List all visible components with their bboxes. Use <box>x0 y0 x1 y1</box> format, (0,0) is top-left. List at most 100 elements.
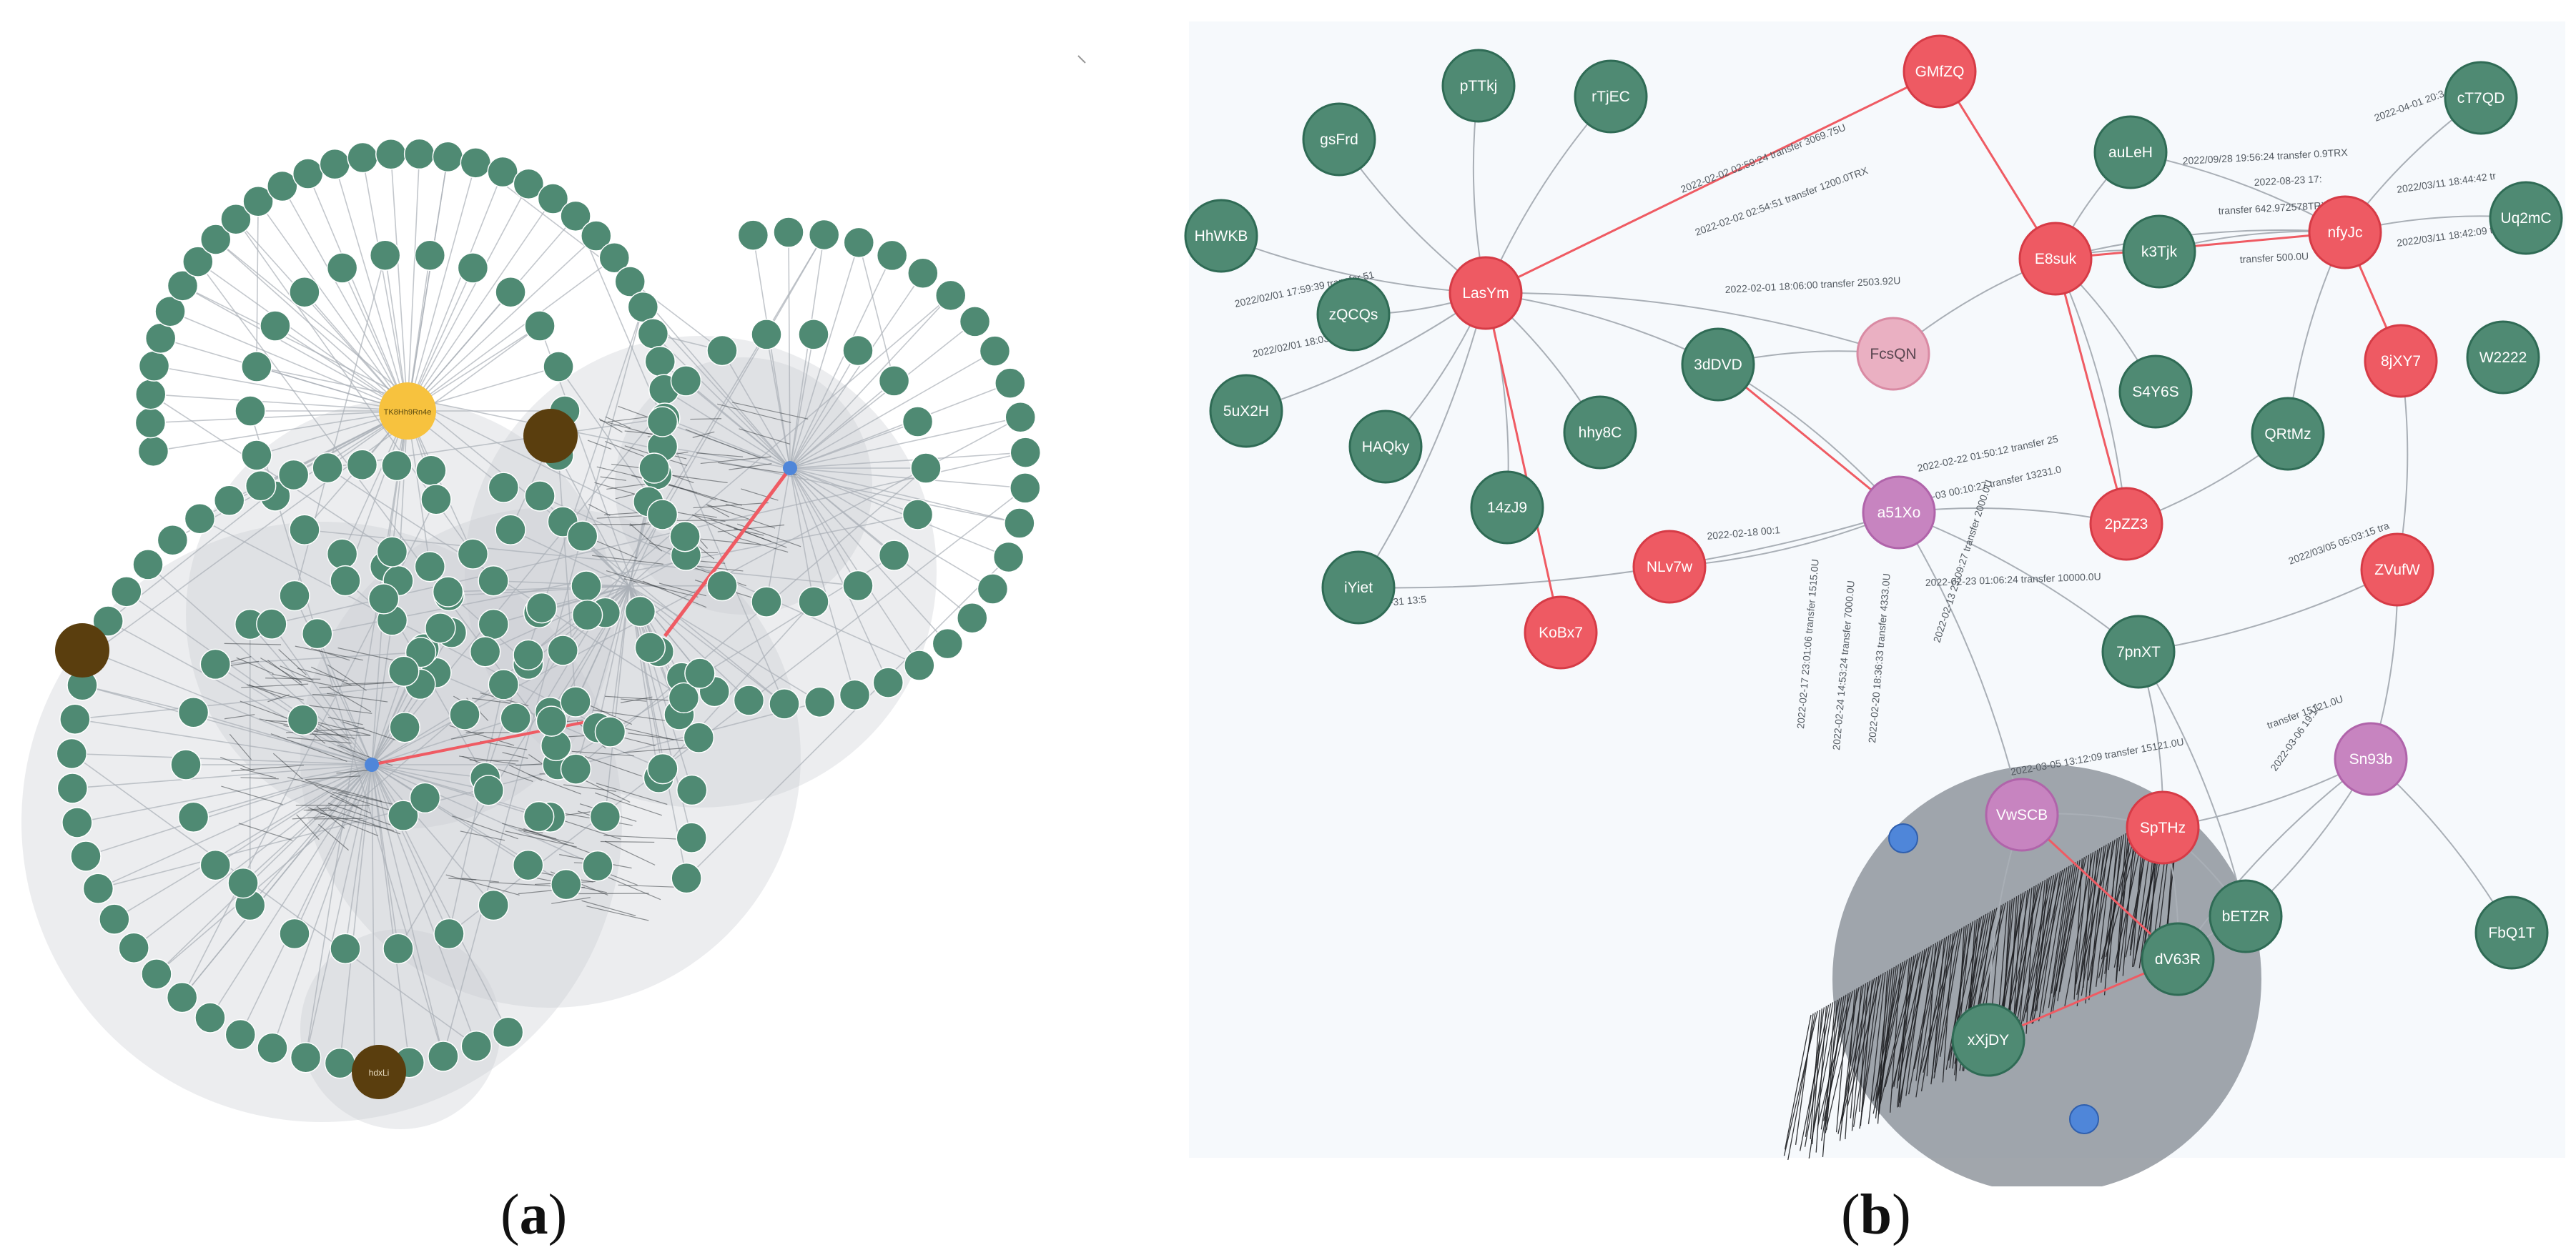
node-circle <box>1316 277 1391 352</box>
edge <box>337 647 403 663</box>
node-green <box>414 239 446 271</box>
node-circle <box>1441 49 1516 123</box>
edge <box>1913 938 1943 1069</box>
edge <box>789 321 976 469</box>
edge <box>74 718 372 765</box>
edge <box>628 585 821 703</box>
node-green <box>478 565 509 597</box>
edge <box>2177 758 2372 960</box>
edge <box>114 764 372 920</box>
node-14zj9: 14zJ9 <box>1470 470 1544 545</box>
edge <box>510 529 630 587</box>
nodes-b: GMfZQpTTkjrTjECgsFrdHhWKBLasYmzQCQs5uX2H… <box>1184 34 2563 1077</box>
edge <box>789 467 993 590</box>
node-circle <box>2364 324 2438 398</box>
node-green <box>644 345 676 377</box>
edge <box>695 513 717 518</box>
node-label: E8suk <box>2035 251 2077 267</box>
edge <box>1930 935 1950 1085</box>
edge <box>295 645 363 661</box>
edge <box>789 467 814 602</box>
edge <box>182 285 408 412</box>
edge <box>1898 946 1930 1103</box>
node-green <box>473 775 505 806</box>
node-circle <box>1524 595 1598 670</box>
edge <box>1915 944 1934 1081</box>
node-green <box>449 699 480 730</box>
node-green <box>319 148 351 180</box>
node-8jxy7: 8jXY7 <box>2364 324 2438 398</box>
node-green <box>137 435 169 467</box>
edge <box>523 828 597 856</box>
hub-label: TK8Hh9Rn4e <box>384 408 432 417</box>
node-label: 7pnXT <box>2116 644 2161 660</box>
edge <box>154 365 408 412</box>
node-green <box>737 219 769 251</box>
node-label: auLeH <box>2108 144 2153 161</box>
node-green <box>388 800 419 831</box>
node-circle <box>1321 550 1396 625</box>
node-green <box>287 704 319 736</box>
edge <box>267 660 303 687</box>
edge <box>2103 838 2118 996</box>
edge <box>371 764 485 778</box>
node-green <box>487 156 518 188</box>
edge <box>2055 229 2346 259</box>
edge <box>1926 943 1937 1076</box>
edge <box>528 773 581 795</box>
edge <box>1835 993 1849 1133</box>
node-green <box>536 705 568 737</box>
node-circle <box>2444 61 2518 135</box>
edge <box>362 157 408 412</box>
node-circle <box>2474 896 2549 970</box>
edge <box>685 380 791 469</box>
edge <box>270 733 347 762</box>
edge <box>407 183 530 412</box>
node-green <box>184 502 216 535</box>
node-green <box>194 1002 226 1033</box>
edge <box>1717 363 1900 514</box>
edge <box>789 467 973 619</box>
edge <box>197 261 408 412</box>
edge <box>265 678 321 680</box>
node-green <box>670 365 702 397</box>
node-green <box>560 686 591 718</box>
edge <box>584 755 642 777</box>
node-green <box>637 318 669 349</box>
edge <box>307 807 379 836</box>
edge <box>789 382 1011 469</box>
node-green <box>492 1016 524 1048</box>
edge <box>2055 258 2127 525</box>
edge <box>309 705 372 714</box>
edge <box>339 764 372 1063</box>
edge <box>789 380 895 469</box>
node-green <box>495 514 526 546</box>
edge <box>720 500 742 506</box>
edge <box>240 764 372 1036</box>
edge <box>618 405 648 418</box>
node-circle <box>2126 790 2200 865</box>
edge <box>371 714 465 765</box>
node-green <box>460 1030 493 1062</box>
node-green <box>388 655 420 687</box>
node-green <box>260 310 291 342</box>
edge <box>85 764 372 857</box>
edge <box>663 389 791 469</box>
node-label: W2222 <box>2479 349 2527 366</box>
node-green <box>839 679 871 711</box>
node-2pzz3: 2pZZ3 <box>2089 487 2163 561</box>
edge <box>313 818 363 820</box>
edge <box>407 198 554 412</box>
node-green <box>614 266 646 297</box>
node-spthz: SpTHz <box>2126 790 2200 865</box>
node-e8suk: E8suk <box>2018 222 2093 296</box>
node-green <box>683 722 715 753</box>
edge <box>594 792 663 816</box>
node-green <box>403 138 435 170</box>
edge <box>485 585 630 653</box>
node-green <box>82 873 114 904</box>
edge <box>221 785 283 805</box>
edge <box>1817 992 1851 1126</box>
node-label: a51Xo <box>1877 505 1921 521</box>
